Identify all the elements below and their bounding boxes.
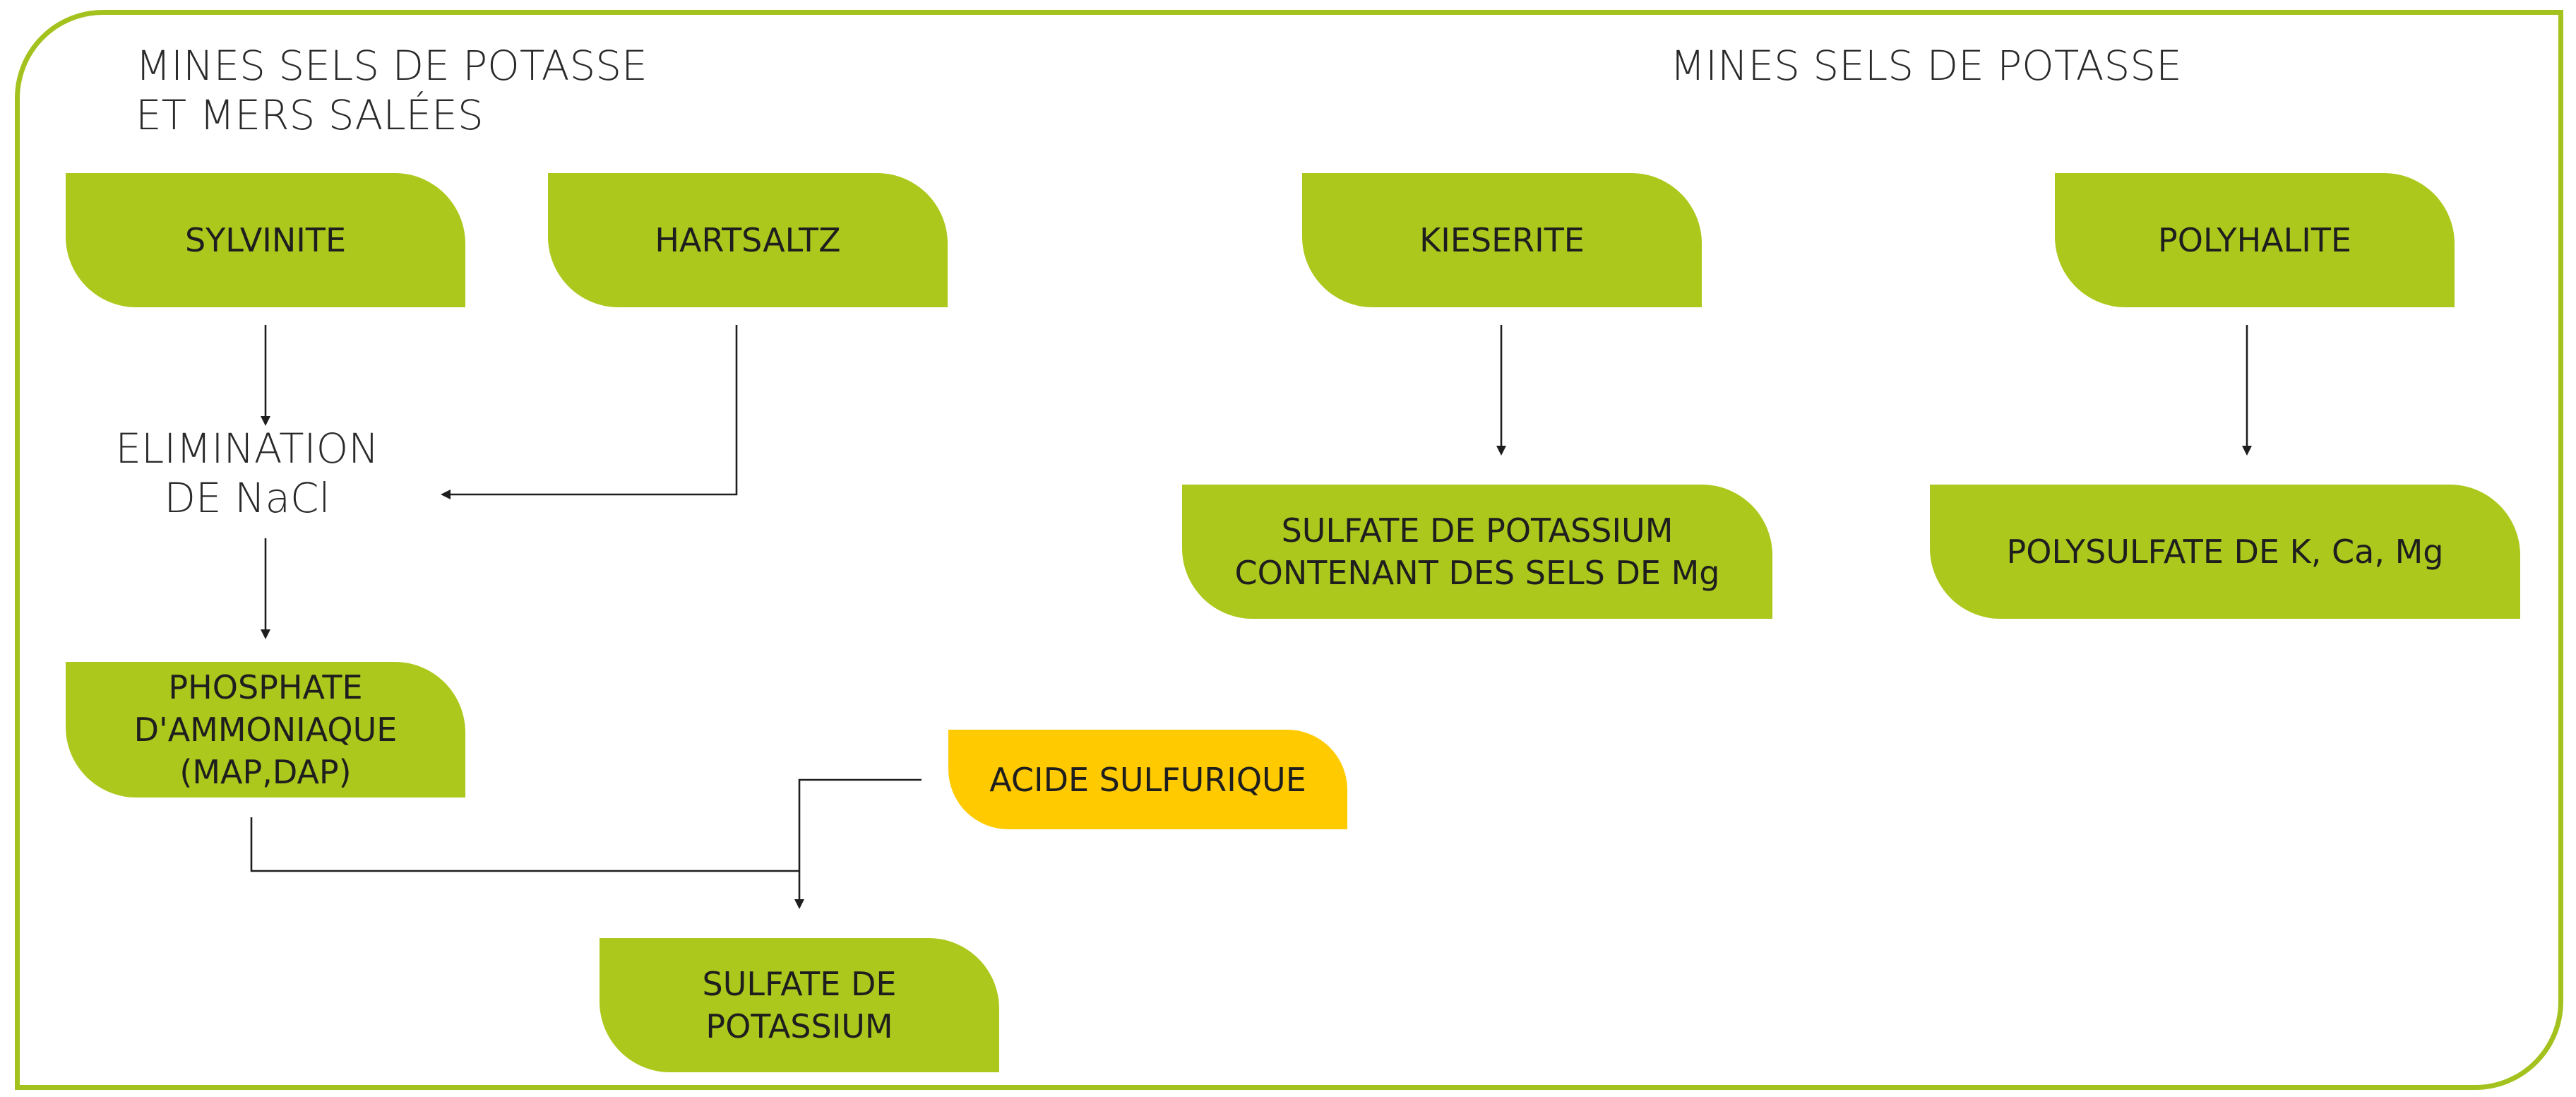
box-phosphate-line-2: D'AMMONIAQUE xyxy=(133,711,398,749)
heading-right-line-1: MINES SELS DE POTASSE xyxy=(1670,42,2182,90)
step-elimination-nacl: ELIMINATION DE NaCl xyxy=(92,424,402,523)
box-sylvinite-label: SYLVINITE xyxy=(184,221,347,259)
box-hartsaltz-label: HARTSALTZ xyxy=(655,221,841,259)
connector-phosphate-to-junction xyxy=(250,817,799,872)
connector-acide-to-junction xyxy=(798,778,922,901)
box-sulfate-potassium-mg: SULFATE DE POTASSIUM CONTENANT DES SELS … xyxy=(1182,485,1772,619)
box-hartsaltz: HARTSALTZ xyxy=(548,173,948,307)
box-sulfate-k-line-1: SULFATE DE xyxy=(702,965,897,1003)
box-kieserite-label: KIESERITE xyxy=(1419,221,1585,259)
diagram-frame xyxy=(15,10,2563,1090)
step-elimination-line-2: DE NaCl xyxy=(164,474,330,522)
connector-hartsaltz-to-elimination xyxy=(449,325,738,496)
box-polysulfate-label: POLYSULFATE DE K, Ca, Mg xyxy=(2006,533,2444,571)
heading-right: MINES SELS DE POTASSE xyxy=(1670,41,2182,90)
step-elimination-line-1: ELIMINATION xyxy=(115,425,379,473)
box-polyhalite-label: POLYHALITE xyxy=(2158,221,2351,259)
arrowhead-polysulfate xyxy=(2242,446,2252,456)
box-sylvinite: SYLVINITE xyxy=(66,173,465,307)
arrowhead-phosphate xyxy=(261,629,270,639)
box-polyhalite: POLYHALITE xyxy=(2055,173,2455,307)
heading-left: MINES SELS DE POTASSE ET MERS SALÉES xyxy=(136,41,648,140)
box-kieserite: KIESERITE xyxy=(1302,173,1702,307)
box-phosphate-line-1: PHOSPHATE xyxy=(168,668,363,706)
box-sulfate-k-line-2: POTASSIUM xyxy=(705,1007,893,1045)
box-acide-sulfurique: ACIDE SULFURIQUE xyxy=(948,730,1347,829)
box-acide-label: ACIDE SULFURIQUE xyxy=(989,760,1306,799)
box-sulfate-mg-line-2: CONTENANT DES SELS DE Mg xyxy=(1234,554,1720,592)
box-phosphate-ammoniaque: PHOSPHATE D'AMMONIAQUE (MAP,DAP) xyxy=(66,662,465,797)
box-sulfate-mg-line-1: SULFATE DE POTASSIUM xyxy=(1281,511,1674,550)
box-polysulfate: POLYSULFATE DE K, Ca, Mg xyxy=(1930,485,2520,619)
heading-left-line-1: MINES SELS DE POTASSE xyxy=(136,42,648,90)
box-phosphate-line-3: (MAP,DAP) xyxy=(179,753,352,791)
box-sulfate-potassium: SULFATE DE POTASSIUM xyxy=(600,938,999,1072)
arrowhead-sulfate-potassium xyxy=(794,899,804,909)
heading-left-line-2: ET MERS SALÉES xyxy=(136,91,484,139)
arrowhead-elimination-top xyxy=(261,416,270,426)
arrowhead-elimination-side xyxy=(441,490,451,499)
arrowhead-sulfate-mg xyxy=(1496,446,1506,456)
